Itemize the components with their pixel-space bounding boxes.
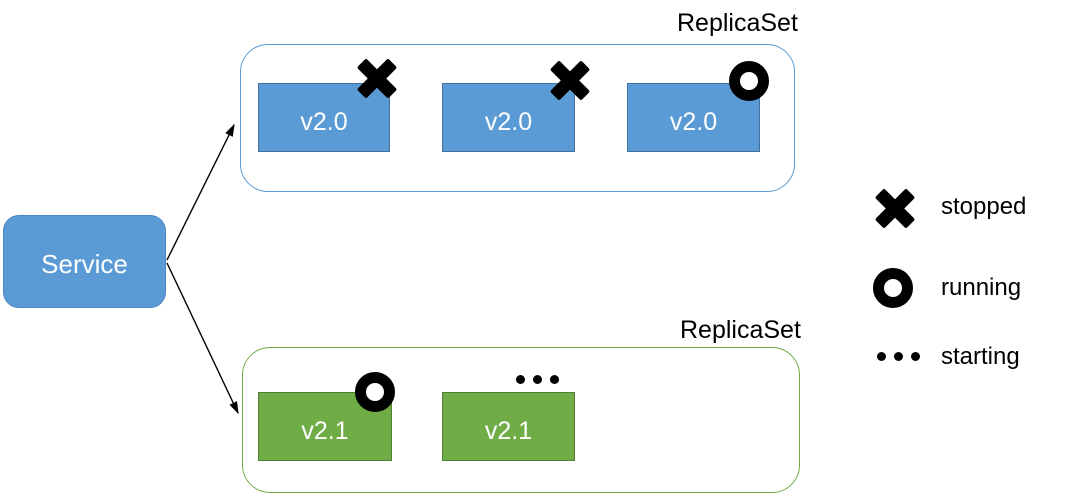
legend-stopped-label: stopped [941,193,1027,220]
running-icon [873,268,913,308]
stopped-icon [874,187,916,229]
pod-label: v2.0 [484,108,533,136]
running-icon [729,61,769,101]
stopped-icon [356,57,398,99]
pod-v21-2: v2.1 [442,392,575,461]
replicaset-v21-container [242,347,800,493]
service-label: Service [41,249,128,279]
starting-icon [516,375,560,384]
starting-icon [877,352,921,361]
arrow-to-replicaset-v21 [166,262,239,415]
arrow-to-replicaset-v20 [166,123,235,261]
replicaset-v20-container [240,44,795,192]
replicaset-v21-label: ReplicaSet [680,316,801,344]
replicaset-v20-label: ReplicaSet [677,9,798,37]
pod-label: v2.1 [301,417,349,445]
legend-running-label: running [941,274,1022,301]
stopped-icon [549,59,591,101]
legend-starting-label: starting [941,343,1020,370]
service-node: Service [3,215,166,308]
pod-label: v2.0 [669,108,718,136]
pod-label: v2.0 [300,108,348,136]
running-icon [355,372,395,412]
pod-label: v2.1 [484,417,533,445]
